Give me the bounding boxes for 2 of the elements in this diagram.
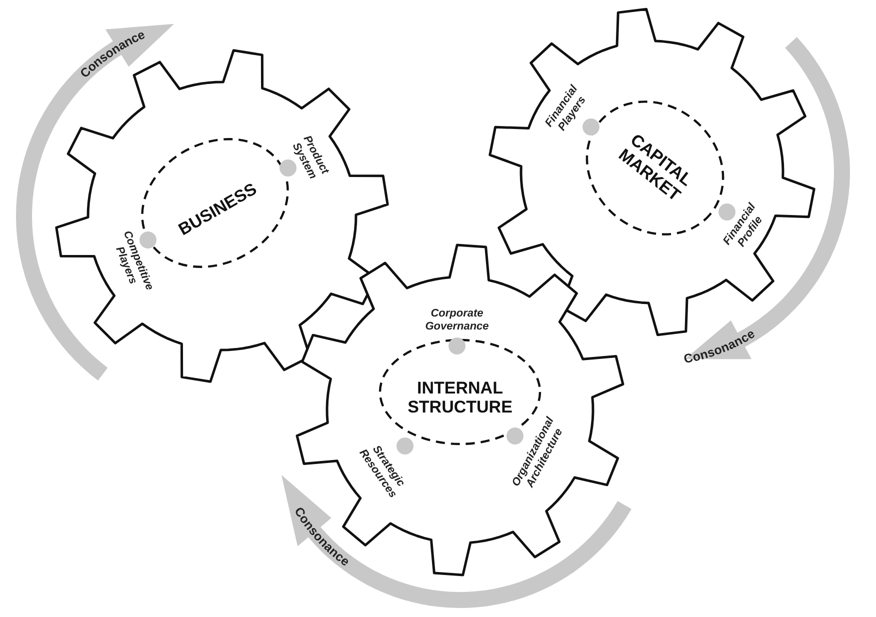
gear-title: INTERNAL STRUCTURE	[408, 379, 512, 417]
component-label: Corporate Governance	[425, 307, 489, 333]
